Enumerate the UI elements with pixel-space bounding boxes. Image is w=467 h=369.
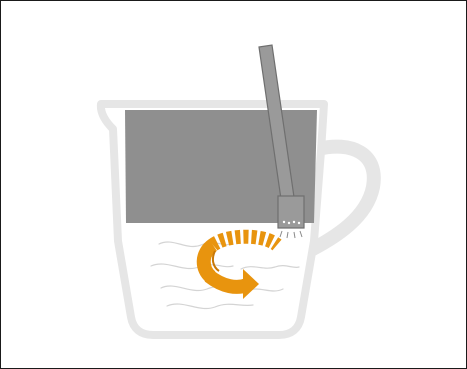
illustration-frame	[0, 0, 467, 369]
frothing-diagram	[1, 1, 466, 368]
